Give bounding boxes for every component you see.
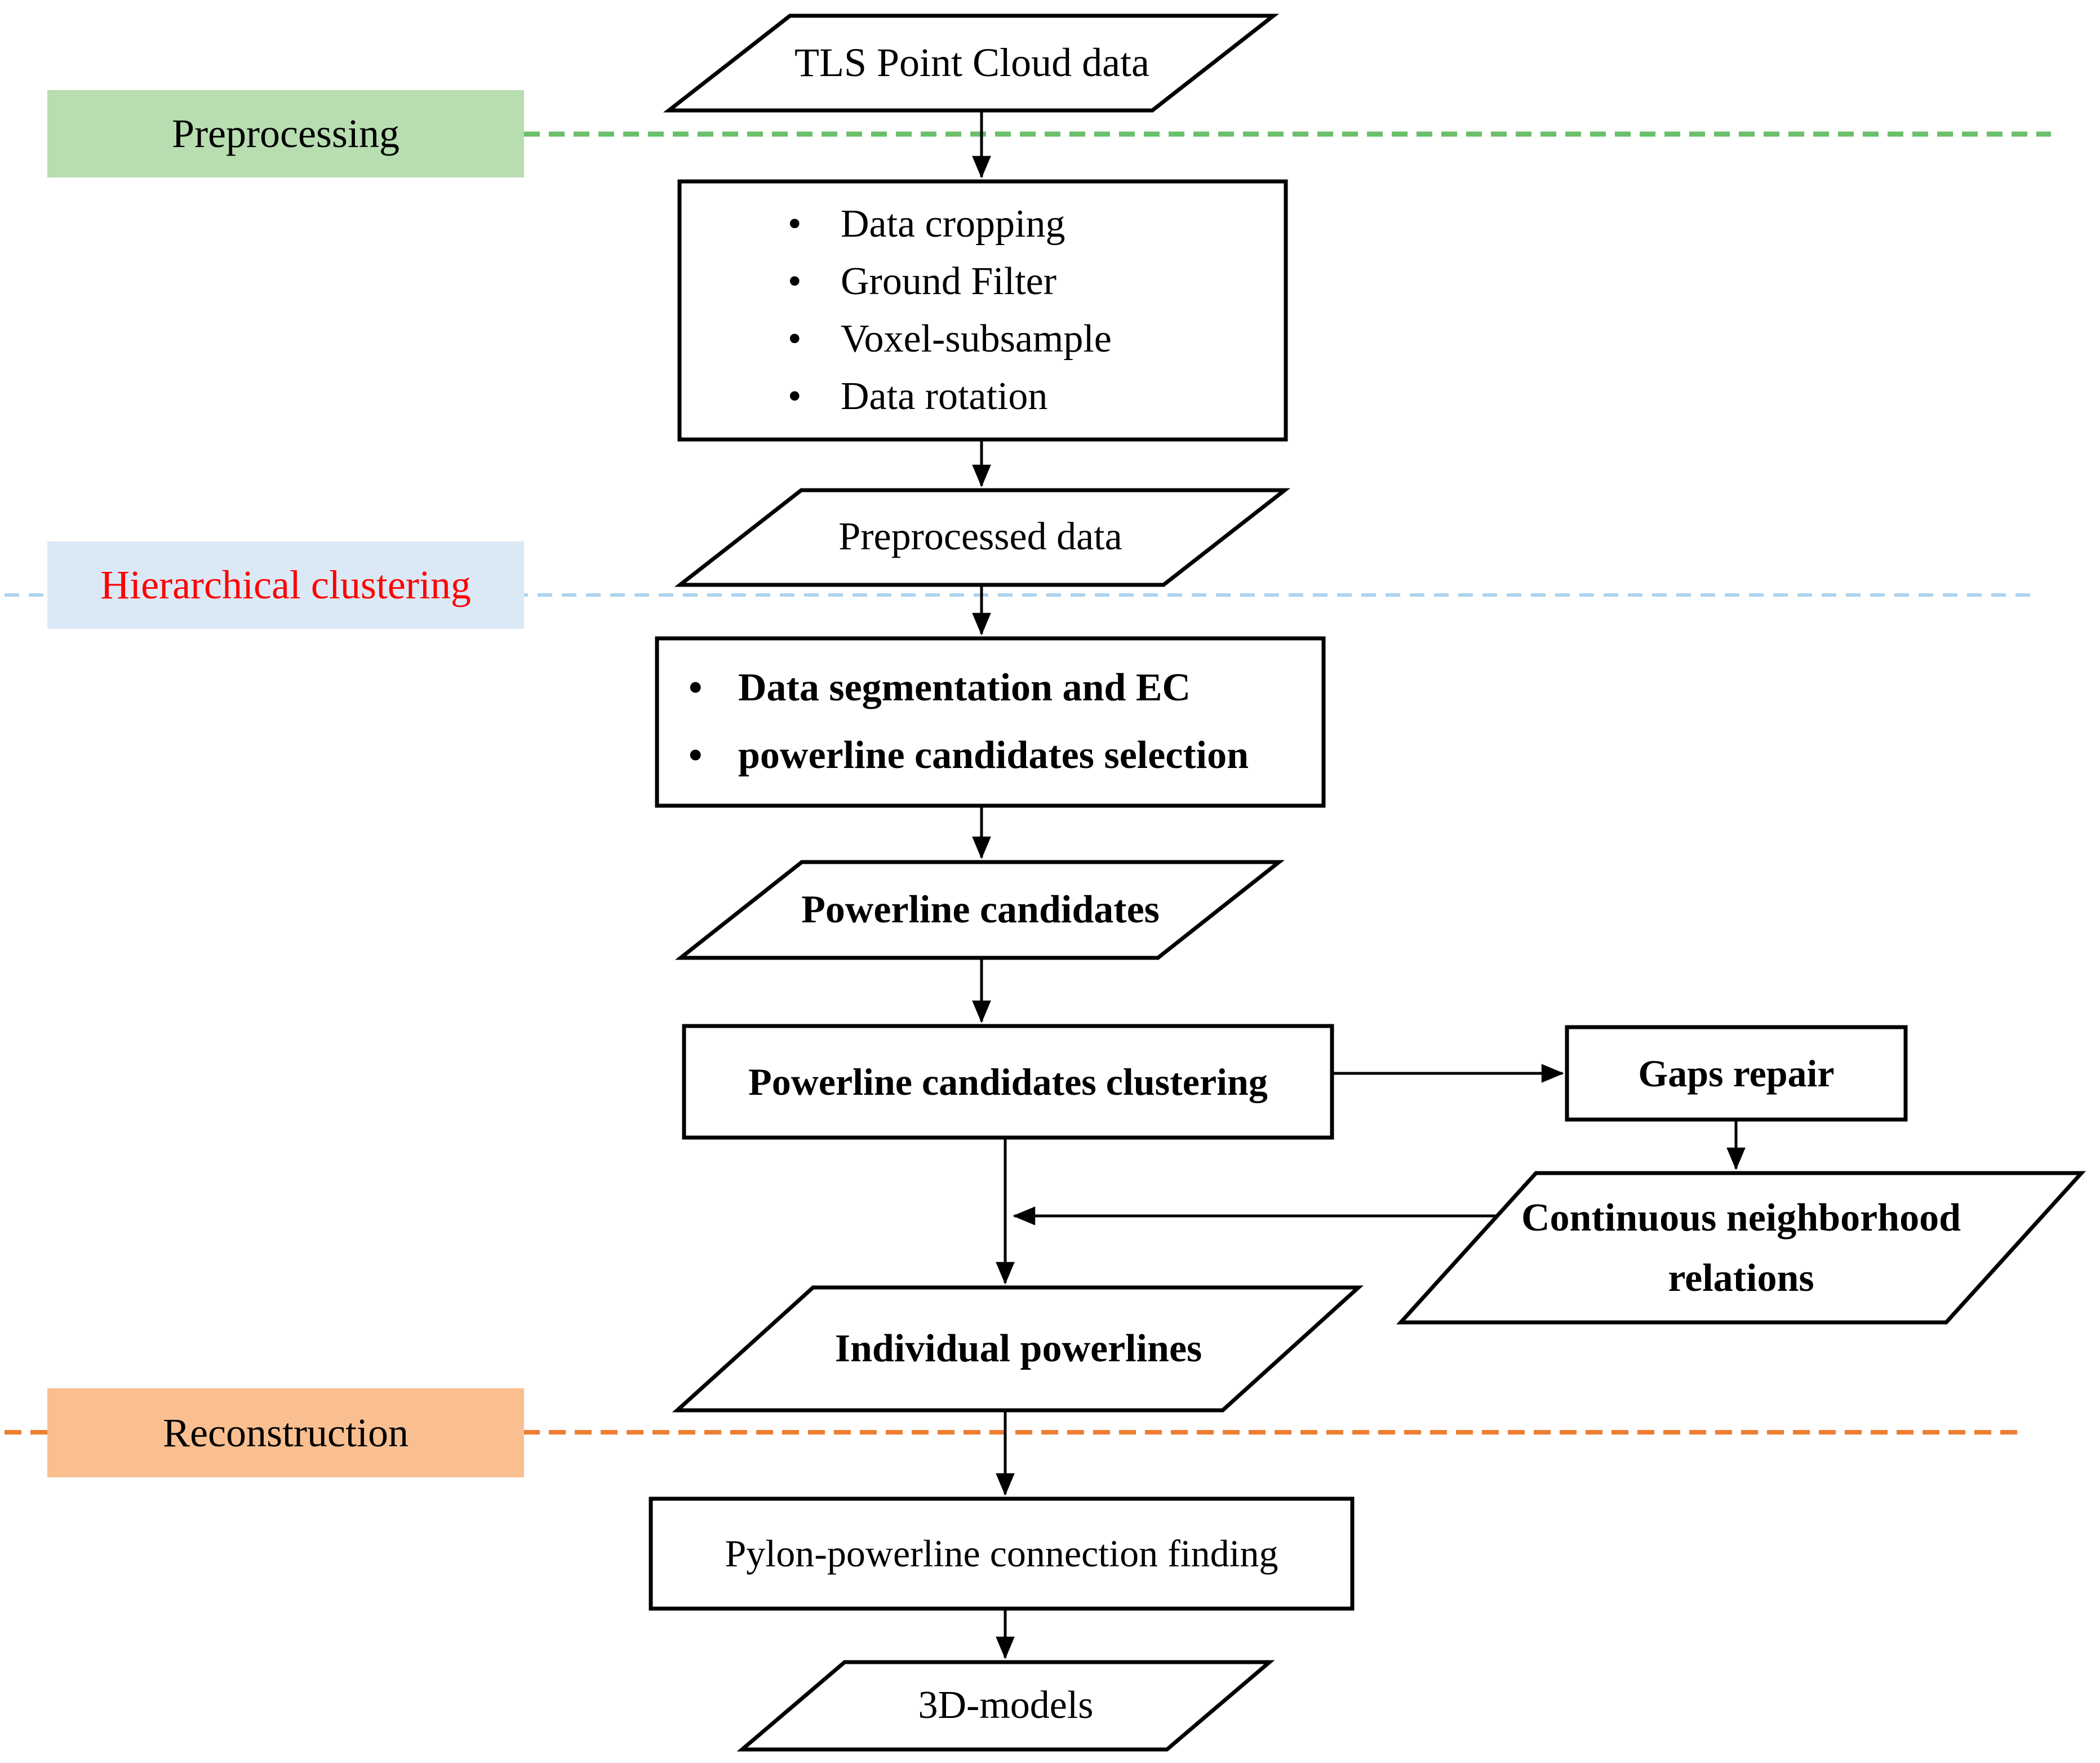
candidates-clustering-rect [682, 1024, 1334, 1140]
step-label: Voxel-subsample [841, 317, 1112, 361]
list-item: • Voxel-subsample [788, 310, 1272, 368]
continuous-neighborhood-parallelogram [1396, 1171, 2086, 1325]
individual-powerlines-label: Individual powerlines [834, 1326, 1202, 1370]
stage-label-reconstruction: Reconstruction [163, 1410, 409, 1455]
segmentation-rect [655, 636, 1326, 808]
list-item: • Data rotation [788, 368, 1272, 425]
gaps-repair-label: Gaps repair [1638, 1051, 1835, 1095]
preprocessing-steps-list: • Data cropping • Ground Filter • Voxel-… [788, 196, 1272, 425]
stage-label-hierarchical-clustering: Hierarchical clustering [100, 562, 471, 608]
preprocessing-stage-box [47, 90, 524, 177]
bullet-icon: • [788, 317, 802, 361]
list-item: • powerline candidates selection [689, 722, 1320, 789]
list-item: • Data cropping [788, 196, 1272, 253]
segmentation-label: powerline candidates selection [738, 734, 1249, 777]
bullet-icon: • [788, 202, 802, 246]
powerline-candidates-label: Powerline candidates [801, 888, 1160, 932]
bullet-icon: • [788, 375, 802, 418]
segmentation-list: • Data segmentation and EC • powerline c… [689, 654, 1320, 789]
pylon-connection-label: Pylon-powerline connection finding [725, 1532, 1278, 1575]
models-parallelogram [736, 1660, 1275, 1752]
gaps-repair-rect [1565, 1025, 1908, 1122]
step-label: Data cropping [841, 202, 1065, 246]
individual-powerlines-parallelogram [672, 1285, 1364, 1413]
tls-point-cloud-label: TLS Point Cloud data [794, 39, 1149, 85]
list-item: • Ground Filter [788, 253, 1272, 310]
powerline-candidates-parallelogram [674, 860, 1285, 960]
reconstruction-stage-box [47, 1388, 524, 1477]
bullet-icon: • [689, 734, 703, 777]
list-item: • Data segmentation and EC [689, 654, 1320, 722]
segmentation-label: Data segmentation and EC [738, 666, 1191, 709]
tls-point-cloud-parallelogram [663, 14, 1280, 113]
stage-label-preprocessing: Preprocessing [172, 111, 399, 157]
bullet-icon: • [788, 260, 802, 303]
pylon-connection-rect [649, 1496, 1355, 1611]
step-label: Data rotation [841, 375, 1048, 418]
preprocessed-data-parallelogram [674, 488, 1291, 587]
continuous-neighborhood-label: Continuous neighborhood relations [1521, 1196, 1961, 1300]
preprocessed-data-label: Preprocessed data [838, 514, 1122, 558]
bullet-icon: • [689, 666, 703, 709]
preprocessing-steps-rect [677, 179, 1288, 442]
models-label: 3D-models [918, 1684, 1094, 1728]
hierarchical-clustering-stage-box [47, 541, 524, 629]
candidates-clustering-label: Powerline candidates clustering [748, 1060, 1268, 1103]
step-label: Ground Filter [841, 260, 1057, 303]
